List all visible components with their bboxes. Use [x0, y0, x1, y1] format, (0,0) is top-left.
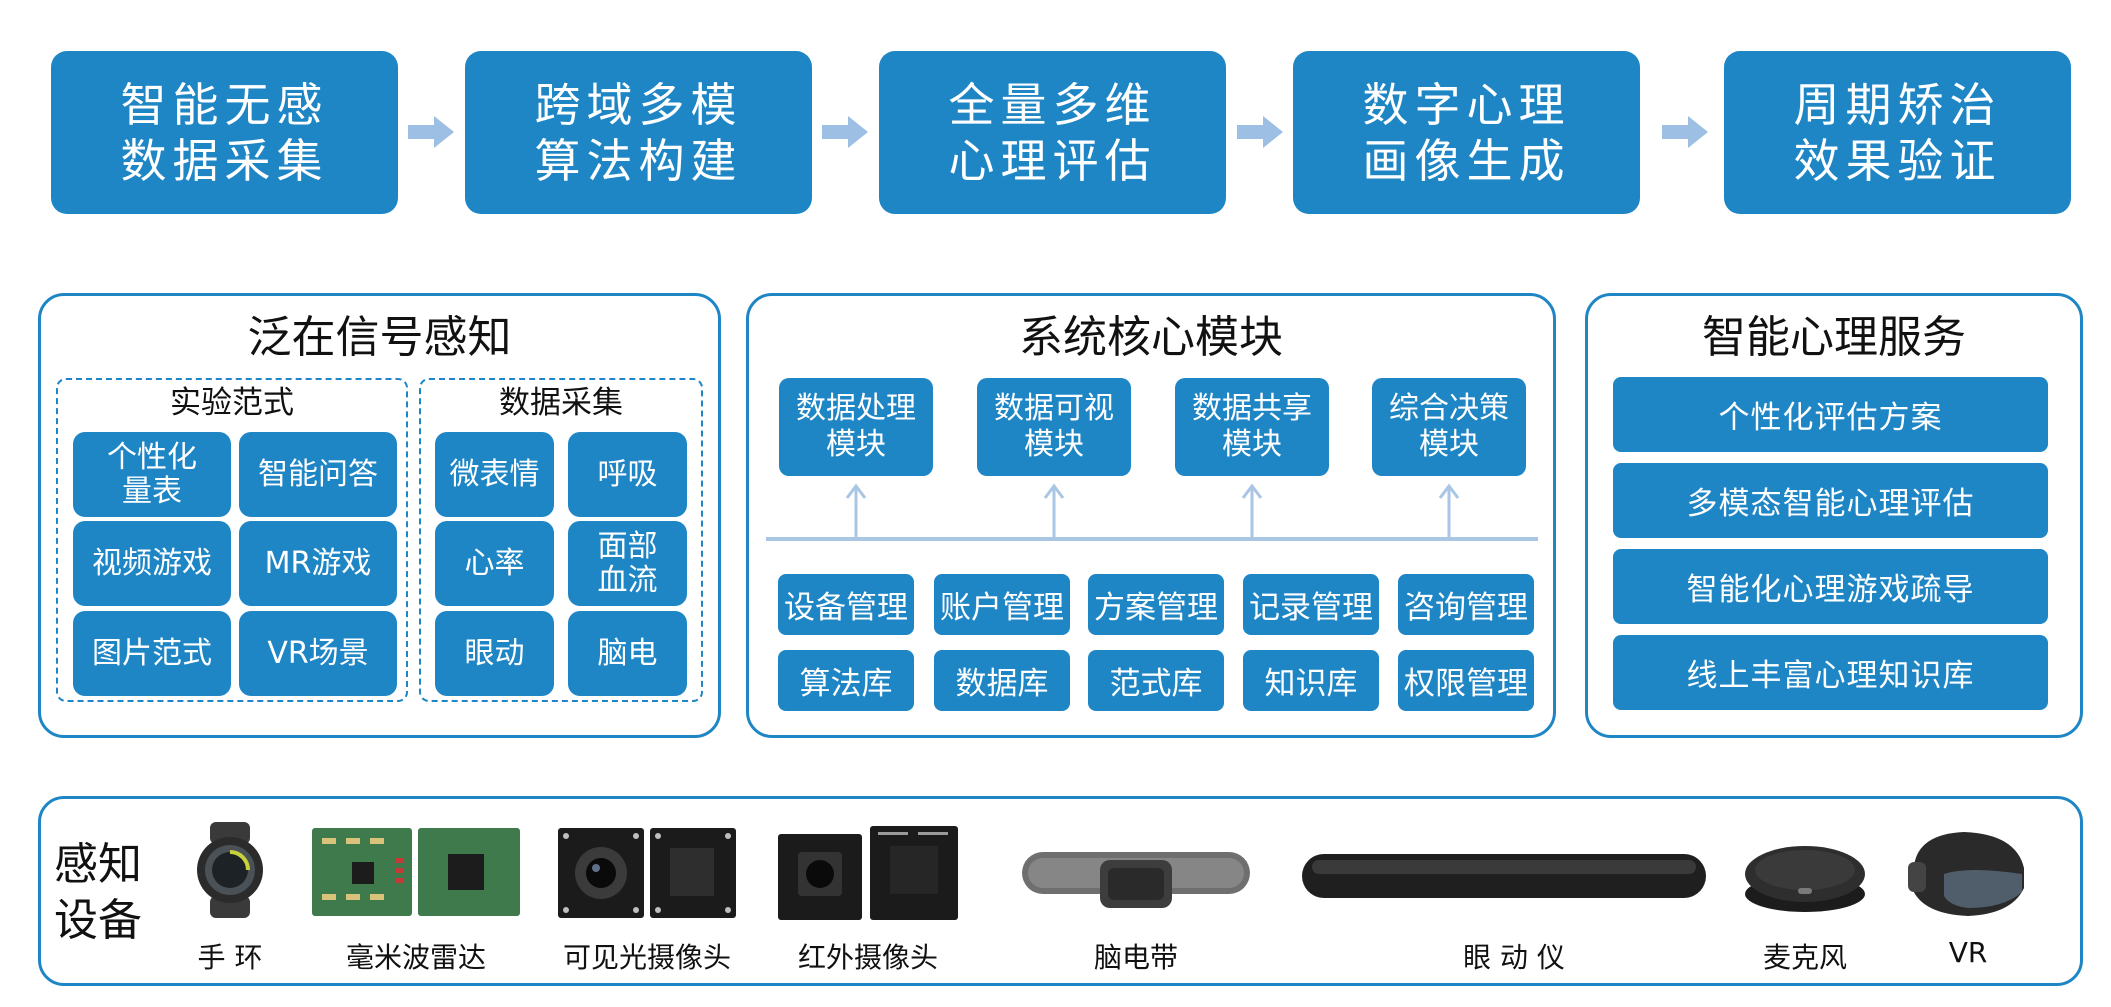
- flow-step-4: 数字心理 画像生成: [1293, 51, 1640, 214]
- experiment-item: 视频游戏: [73, 521, 231, 606]
- collection-group: 数据采集: [419, 378, 703, 702]
- service-item: 多模态智能心理评估: [1613, 463, 2048, 538]
- service-item: 线上丰富心理知识库: [1613, 635, 2048, 710]
- experiment-item: 智能问答: [239, 432, 397, 517]
- mgmt-item: 算法库: [778, 650, 914, 711]
- flow-step-1: 智能无感 数据采集: [51, 51, 398, 214]
- mgmt-item: 账户管理: [934, 574, 1070, 635]
- mgmt-item: 设备管理: [778, 574, 914, 635]
- collection-item: 心率: [435, 521, 554, 606]
- mgmt-item: 数据库: [934, 650, 1070, 711]
- microphone-icon: [1745, 846, 1865, 912]
- experiment-group-title: 实验范式: [170, 385, 294, 421]
- service-panel-title: 智能心理服务: [1702, 312, 1966, 363]
- infrared-camera-icon: [778, 826, 958, 920]
- service-item: 个性化评估方案: [1613, 377, 2048, 452]
- mgmt-item: 知识库: [1243, 650, 1379, 711]
- service-item: 智能化心理游戏疏导: [1613, 549, 2048, 624]
- collection-item: 脑电: [568, 611, 687, 696]
- flow-arrow-icon: [1237, 116, 1283, 148]
- collection-item: 呼吸: [568, 432, 687, 517]
- device-label: 手 环: [197, 941, 263, 974]
- experiment-group: 实验范式: [56, 378, 408, 702]
- module-connector-lines: [766, 483, 1538, 541]
- flow-step-3: 全量多维 心理评估: [879, 51, 1226, 214]
- flow-step-5: 周期矫治 效果验证: [1724, 51, 2071, 214]
- device-label: VR: [1948, 936, 1988, 969]
- vr-headset-icon: [1908, 832, 2024, 916]
- device-label: 可见光摄像头: [562, 941, 731, 974]
- mgmt-item: 记录管理: [1243, 574, 1379, 635]
- flow-arrow-icon: [408, 116, 454, 148]
- collection-item: 微表情: [435, 432, 554, 517]
- experiment-item: 图片范式: [73, 611, 231, 696]
- core-module: 数据处理 模块: [779, 378, 933, 476]
- sensing-panel-title: 泛在信号感知: [247, 312, 512, 363]
- camera-module-icon: [558, 828, 736, 918]
- core-module: 数据可视 模块: [977, 378, 1131, 476]
- collection-group-title: 数据采集: [499, 385, 623, 421]
- eye-tracker-icon: [1302, 854, 1706, 898]
- mgmt-item: 方案管理: [1088, 574, 1224, 635]
- flow-step-2: 跨域多模 算法构建: [465, 51, 812, 214]
- flow-arrow-icon: [1662, 116, 1708, 148]
- core-panel-title: 系统核心模块: [1019, 312, 1283, 363]
- core-module: 数据共享 模块: [1175, 378, 1329, 476]
- device-label: 脑电带: [1093, 941, 1178, 974]
- device-label: 毫米波雷达: [345, 941, 486, 974]
- wristband-icon: [197, 822, 263, 918]
- device-label: 眼 动 仪: [1463, 941, 1565, 974]
- core-module: 综合决策 模块: [1372, 378, 1526, 476]
- experiment-item: MR游戏: [239, 521, 397, 606]
- experiment-item: 个性化 量表: [73, 432, 231, 517]
- devices-panel-label: 感知 设备: [54, 839, 142, 946]
- experiment-item: VR场景: [239, 611, 397, 696]
- device-label: 麦克风: [1762, 941, 1847, 974]
- mgmt-item: 权限管理: [1398, 650, 1534, 711]
- collection-item: 眼动: [435, 611, 554, 696]
- collection-item: 面部 血流: [568, 521, 687, 606]
- flow-arrow-icon: [822, 116, 868, 148]
- mgmt-item: 范式库: [1088, 650, 1224, 711]
- device-label: 红外摄像头: [797, 941, 938, 974]
- eeg-headband-icon: [1022, 852, 1250, 908]
- mgmt-item: 咨询管理: [1398, 574, 1534, 635]
- radar-board-icon: [312, 828, 520, 916]
